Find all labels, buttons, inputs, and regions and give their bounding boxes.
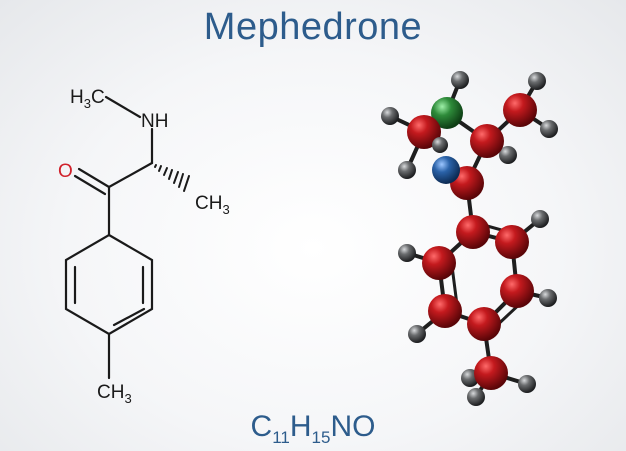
ring-inner-bond-bottom <box>112 307 146 327</box>
green-atom <box>431 97 463 129</box>
label-ch3-bottom: CH3 <box>97 382 132 406</box>
skeletal-formula <box>64 95 154 380</box>
bond-carbonyl-double-1 <box>77 167 111 189</box>
page-title: Mephedrone <box>203 6 423 48</box>
bond-carbonyl-double-2 <box>73 174 107 196</box>
label-nh: NH <box>141 111 168 132</box>
label-oxygen: O <box>58 161 73 182</box>
label-h3c: H3C <box>70 87 105 111</box>
bond-methyl-nitrogen <box>104 95 142 119</box>
hashed-wedge-bond <box>154 164 190 192</box>
carbon-atoms <box>407 93 537 390</box>
molecular-formula: C11H15NO <box>251 410 376 447</box>
label-ch3-right: CH3 <box>195 193 230 217</box>
benzene-ring <box>64 233 154 336</box>
bond-alpha-carbonyl <box>107 161 154 189</box>
hydrogen-atom-front <box>432 137 448 153</box>
hydrogen-atoms <box>381 71 558 406</box>
ball-and-stick-model <box>381 71 558 406</box>
blue-atom <box>432 156 460 184</box>
